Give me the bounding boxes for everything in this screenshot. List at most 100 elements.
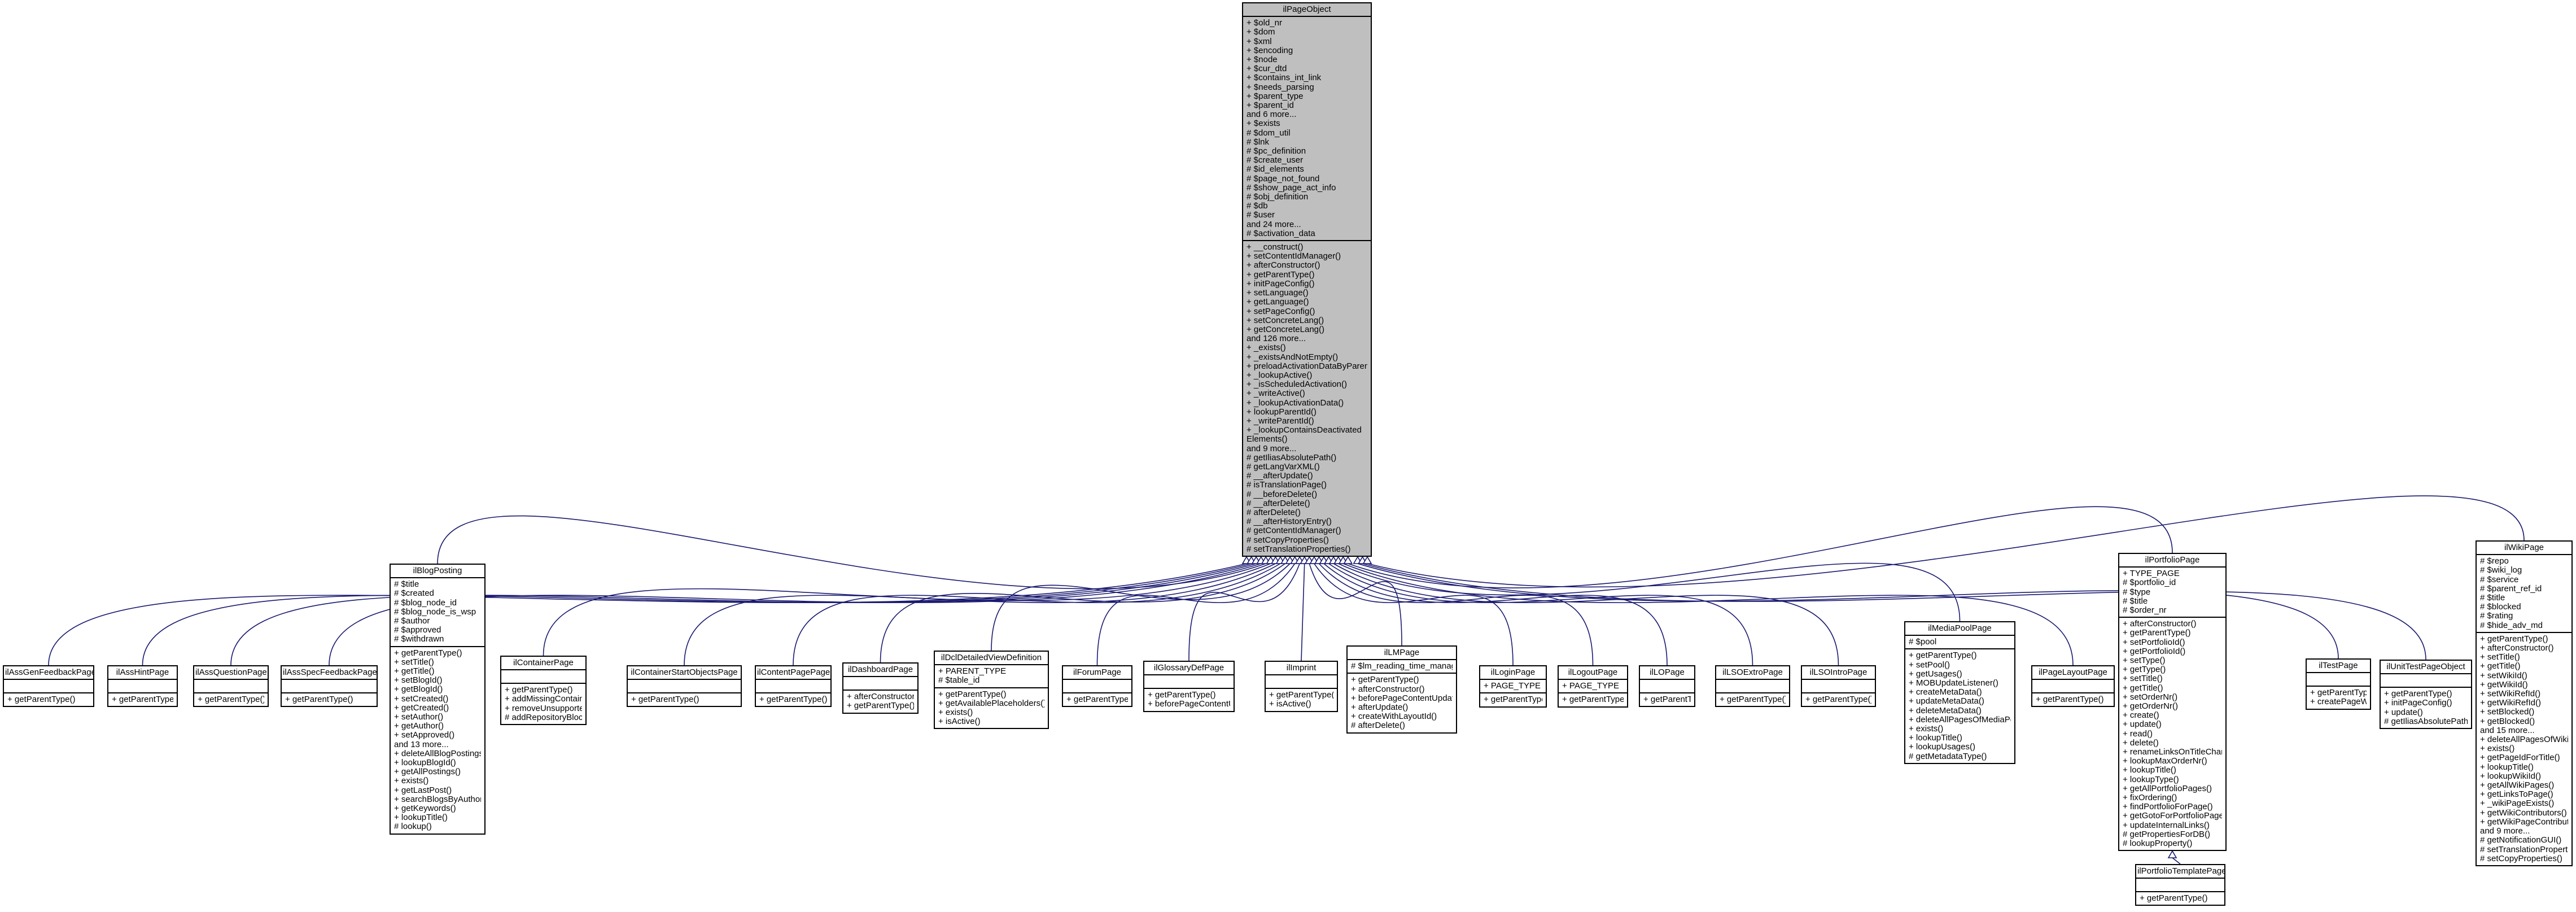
- method: + __construct(): [1247, 243, 1304, 252]
- inheritance-edge: [793, 563, 1281, 666]
- attribute: # $table_id: [938, 676, 980, 686]
- class-box-il-page-object[interactable]: ilPageObject+ $old_nr+ $dom+ $xml+ $enco…: [1242, 2, 1372, 557]
- method: + update(): [2384, 708, 2423, 717]
- attribute: # $rating: [2480, 612, 2513, 621]
- inheritance-arrowhead: [1362, 556, 1372, 564]
- class-box-il-forum-page[interactable]: ilForumPage+ getParentType(): [1062, 665, 1132, 708]
- class-name: ilAssSpecFeedbackPage: [282, 666, 377, 680]
- method: + setBlocked(): [2480, 708, 2535, 717]
- method: + lookupTitle(): [2123, 766, 2176, 775]
- class-box-il-ass-gen-feedback-page[interactable]: ilAssGenFeedbackPage + getParentType(): [3, 665, 94, 708]
- attribute: # $lnk: [1247, 137, 1270, 147]
- attribute: # $withdrawn: [394, 635, 444, 644]
- class-box-il-test-page[interactable]: ilTestPage+ getParentType()+ createPageW…: [2306, 658, 2371, 710]
- method: + createPageWithNextId(): [2310, 697, 2367, 707]
- class-methods: + afterConstructor()+ getParentType()+ s…: [2119, 618, 2225, 850]
- inheritance-edge: [48, 563, 1247, 666]
- class-box-il-content-page-page[interactable]: ilContentPagePage+ getParentType(): [755, 665, 832, 708]
- method: + lookupUsages(): [1909, 743, 1975, 752]
- class-box-il-dashboard-page[interactable]: ilDashboardPage+ afterConstructor()+ get…: [842, 662, 919, 714]
- method: # lookup(): [394, 822, 432, 832]
- method: + _lookupActivationData(): [1247, 398, 1344, 408]
- attribute: + $parent_type: [1247, 91, 1304, 101]
- class-box-il-lsointro-page[interactable]: ilLSOIntroPage+ getParentType(): [1801, 665, 1876, 708]
- class-attributes: [2307, 673, 2370, 687]
- method: + getAllWikiPages(): [2480, 781, 2555, 791]
- method: + getParentType(): [1720, 695, 1786, 705]
- method: + setWikiId(): [2480, 671, 2527, 680]
- class-attributes: [756, 680, 830, 694]
- method: + setContentIdManager(): [1247, 252, 1341, 261]
- method: + getParentType(): [1247, 270, 1315, 280]
- method: + isActive(): [1269, 700, 1311, 709]
- class-box-il-unit-test-page-object[interactable]: ilUnitTestPageObject+ getParentType()+ i…: [2380, 660, 2472, 730]
- method: + getParentType(): [2480, 634, 2548, 644]
- method: + removeUnsupportedBlockIds(): [505, 704, 582, 713]
- method: + getLanguage(): [1247, 298, 1309, 307]
- class-box-il-glossary-def-page[interactable]: ilGlossaryDefPage+ getParentType()+ befo…: [1143, 661, 1235, 712]
- class-methods: + getParentType()+ afterConstructor()+ s…: [2477, 633, 2571, 865]
- method: + setCreated(): [394, 694, 449, 704]
- class-box-il-container-page[interactable]: ilContainerPage + getParentType()+ addMis…: [500, 656, 587, 726]
- class-methods: + getParentType(): [1559, 693, 1627, 706]
- class-box-il-ass-spec-feedback-page[interactable]: ilAssSpecFeedbackPage+ getParentType(): [281, 665, 378, 708]
- method: + exists(): [2480, 744, 2515, 754]
- class-box-il-blog-posting[interactable]: ilBlogPosting# $title# $created# $blog_n…: [390, 564, 486, 835]
- inheritance-edge: [543, 563, 1271, 656]
- method: + getParentType(): [1643, 695, 1691, 705]
- method: # setCopyProperties(): [1247, 535, 1329, 545]
- class-box-il-ass-hint-page[interactable]: ilAssHintPage+ getParentType(): [107, 665, 178, 708]
- method: + _writeActive(): [1247, 389, 1305, 399]
- method: # getPropertiesForDB(): [2123, 830, 2211, 839]
- method: + getParentType(): [847, 701, 914, 711]
- attribute: + $contains_int_link: [1247, 73, 1322, 83]
- method: # afterDelete(): [1247, 508, 1301, 517]
- class-box-il-lmpage[interactable]: ilLMPage# $lm_reading_time_manager+ getP…: [1346, 645, 1457, 734]
- class-box-il-login-page[interactable]: ilLoginPage+ PAGE_TYPE+ getParentType(): [1479, 665, 1547, 708]
- class-box-il-ass-question-page[interactable]: ilAssQuestionPage+ getParentType(): [193, 665, 269, 708]
- class-methods: + getParentType(): [4, 693, 93, 706]
- class-attributes: + PAGE_TYPE: [1480, 680, 1546, 694]
- class-box-il-wiki-page[interactable]: ilWikiPage# $repo# $wiki_log# $service# …: [2476, 540, 2573, 866]
- class-name: ilContainerPage: [501, 657, 585, 671]
- class-box-il-lopage[interactable]: ilLOPage+ getParentType(): [1639, 665, 1695, 708]
- method: + getParentType(): [1805, 695, 1871, 705]
- method: + getParentType(): [1484, 695, 1542, 705]
- class-box-il-imprint[interactable]: ilImprint+ getParentType()+ isActive(): [1265, 661, 1338, 712]
- class-box-il-portfolio-template-page[interactable]: ilPortfolioTemplatePage+ getParentType(): [2135, 864, 2225, 906]
- class-box-il-page-layout-page[interactable]: ilPageLayoutPage+ getParentType(): [2031, 665, 2115, 708]
- class-box-il-media-pool-page[interactable]: ilMediaPoolPage# $pool+ getParentType()+…: [1904, 621, 2015, 764]
- method: + setAuthor(): [394, 713, 444, 722]
- class-methods: + getParentType(): [756, 693, 830, 706]
- method: + createWithLayoutId(): [1351, 712, 1437, 722]
- class-name: ilLMPage: [1348, 647, 1456, 661]
- attribute: # $parent_ref_id: [2480, 584, 2542, 594]
- class-attributes: [4, 680, 93, 694]
- inheritance-edge: [329, 563, 1261, 666]
- attribute: # $user: [1247, 211, 1275, 220]
- class-name: ilMediaPoolPage: [1905, 622, 2014, 636]
- class-name: ilAssGenFeedbackPage: [4, 666, 93, 680]
- class-name: ilTestPage: [2307, 660, 2370, 674]
- class-box-il-dcl-detailed-view-definition[interactable]: ilDclDetailedViewDefinition+ PARENT_TYPE…: [934, 651, 1049, 730]
- method: # getContentIdManager(): [1247, 526, 1341, 536]
- method: + deleteMetaData(): [1909, 706, 1982, 715]
- class-attributes: + TYPE_PAGE# $portfolio_id# $type# $titl…: [2119, 568, 2225, 618]
- class-box-il-logout-page[interactable]: ilLogoutPage+ PAGE_TYPE+ getParentType(): [1558, 665, 1628, 708]
- class-box-il-lsoextro-page[interactable]: ilLSOExtroPage+ getParentType(): [1715, 665, 1790, 708]
- inheritance-edge: [684, 563, 1276, 666]
- attribute: and 24 more...: [1247, 220, 1301, 229]
- inheritance-edge: [1323, 563, 1668, 666]
- method: + _isScheduledActivation(): [1247, 380, 1348, 390]
- method: + getWikiRefId(): [2480, 699, 2541, 708]
- class-box-il-portfolio-page[interactable]: ilPortfolioPage+ TYPE_PAGE# $portfolio_i…: [2118, 553, 2227, 852]
- class-box-il-container-start-objects-page[interactable]: ilContainerStartObjectsPage+ getParentTy…: [627, 665, 742, 708]
- method: # getMetadataType(): [1909, 752, 1987, 761]
- class-attributes: + PARENT_TYPE# $table_id: [935, 665, 1048, 688]
- method: + getType(): [2123, 665, 2166, 675]
- method: + getParentType(): [394, 648, 462, 658]
- class-methods: + getParentType()+ addMissingContainerBl…: [501, 684, 585, 724]
- attribute: # $title: [2123, 596, 2148, 606]
- method: # lookupProperty(): [2123, 839, 2193, 849]
- method: + _existsAndNotEmpty(): [1247, 352, 1339, 362]
